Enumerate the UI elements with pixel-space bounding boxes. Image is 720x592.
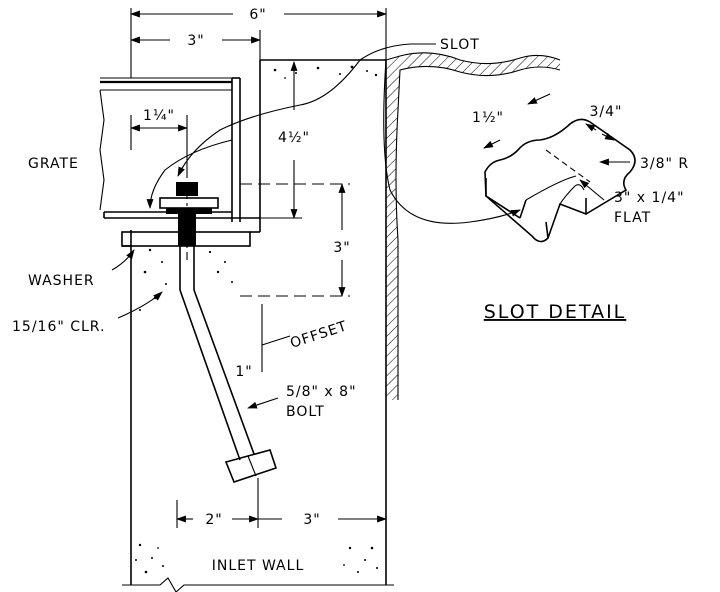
slot-detail-title: SLOT DETAIL: [484, 301, 627, 323]
dimension-lines: [130, 8, 387, 528]
washer-label: WASHER: [28, 273, 95, 289]
detail-flat-size-label: 3" x 1/4": [614, 190, 685, 206]
detail-3-4-label: 3/4": [590, 104, 623, 120]
detail-flat-label: FLAT: [614, 210, 651, 226]
ground-soil: [385, 52, 561, 401]
bolt-size-label: 5/8" x 8": [286, 384, 357, 400]
clearance-label: 15/16" CLR.: [12, 319, 106, 335]
bolt-label: BOLT: [286, 404, 325, 420]
dim-3in-top-label: 3": [187, 33, 204, 49]
dim-1-1-4-label: 1¼": [143, 108, 175, 124]
bolt-assembly: [159, 168, 278, 500]
inlet-wall-label: INLET WALL: [212, 558, 305, 574]
dim-1in-label: 1": [235, 364, 252, 380]
offset-label: OFFSET: [288, 318, 349, 352]
dim-3in-bottom-label: 3": [303, 512, 320, 528]
detail-1-1-2-label: 1½": [472, 110, 504, 126]
concrete-specks: [135, 65, 378, 574]
dim-2in-bottom-label: 2": [205, 512, 222, 528]
detail-radius-label: 3/8" R: [640, 156, 689, 172]
leader-lines: [111, 43, 521, 409]
slot-label: SLOT: [440, 37, 480, 53]
labels: 6" 3" SLOT 1¼" GRATE 4½" 3" WASHER 15/16…: [12, 7, 689, 574]
grate-label: GRATE: [28, 156, 79, 172]
dim-6in-label: 6": [249, 7, 266, 23]
slot-detail-sketch: [483, 93, 636, 243]
dim-3in-vertical-label: 3": [333, 240, 350, 256]
dim-4-1-2-label: 4½": [278, 130, 310, 146]
